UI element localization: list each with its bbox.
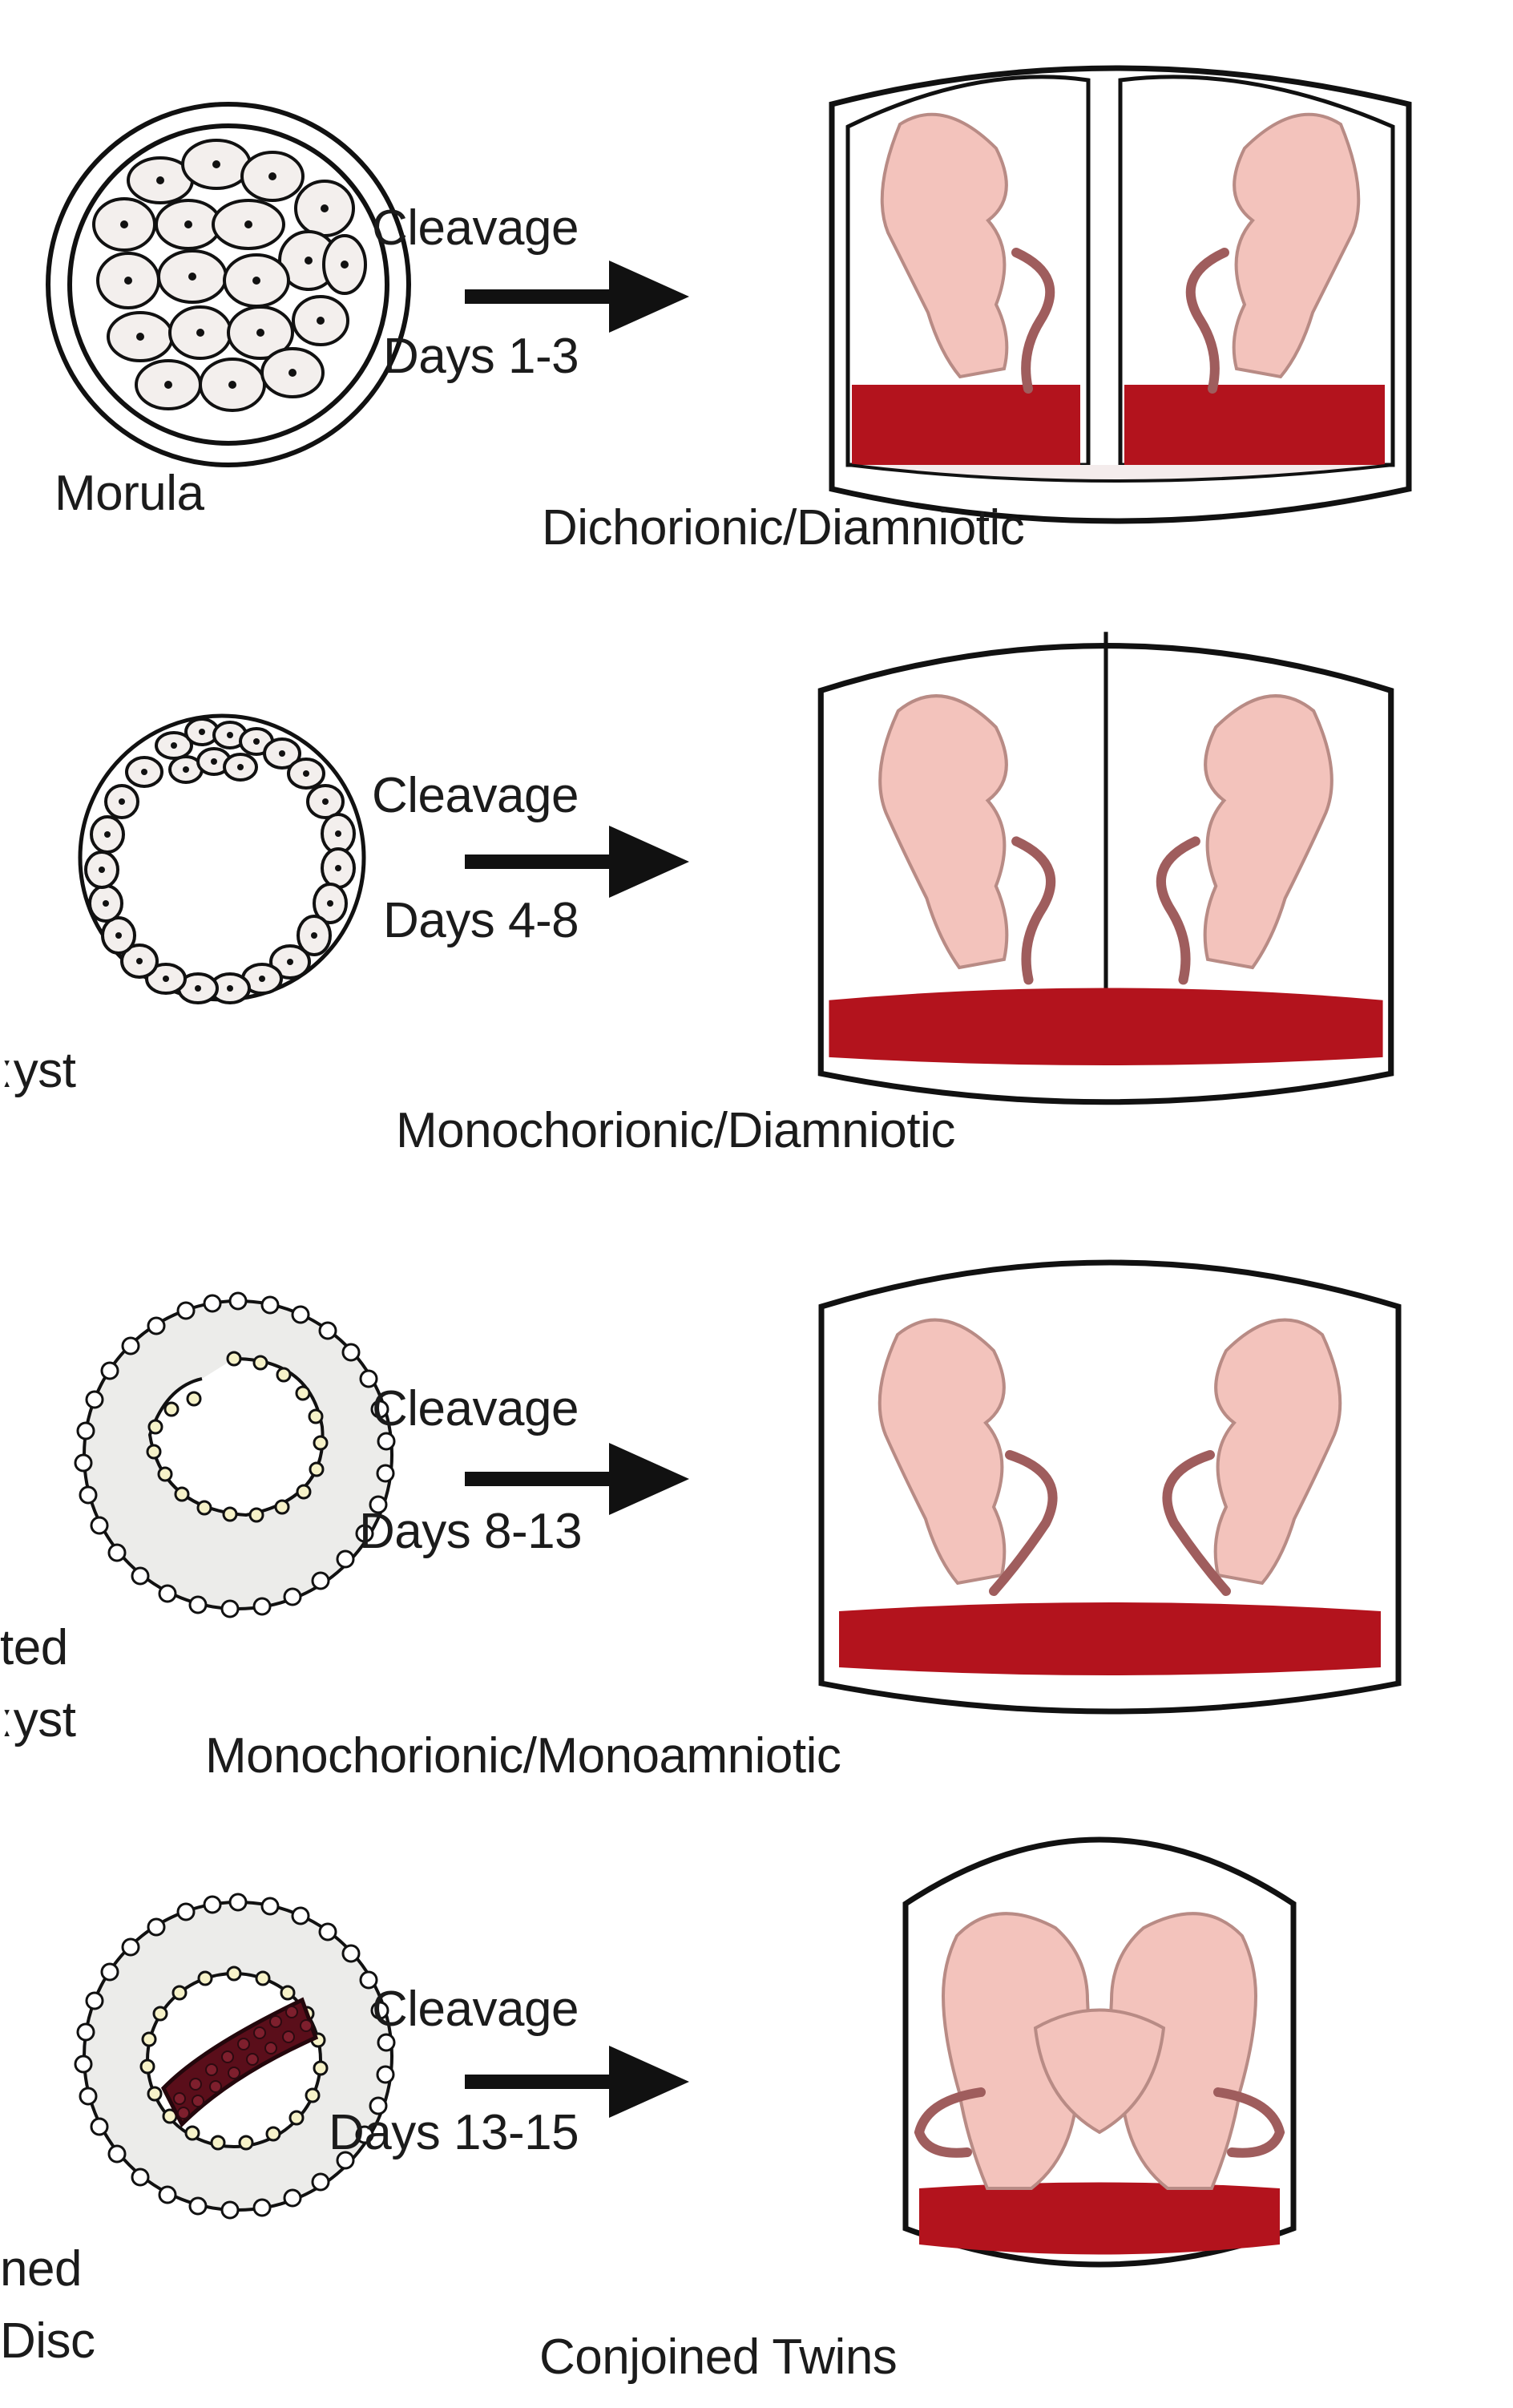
row-monochorionic-monoamniotic: ted ːyst Cleavage Days 8-13 Monochorioni… (0, 1186, 1513, 1796)
row-conjoined: ned Disc Cleavage Days 13-15 Conjoined T… (0, 1796, 1513, 2408)
arrow-icon (465, 1443, 689, 1515)
cleavage-label: Cleavage (372, 1982, 579, 2037)
stage-label-line-1: ned (0, 2241, 82, 2297)
outcome-label: Monochorionic/Diamniotic (396, 1103, 955, 1158)
cleavage-label: Cleavage (372, 1381, 579, 1436)
stage-label-line-2: ːyst (0, 1692, 76, 1747)
monochorionic-diamniotic-sac (817, 632, 1394, 1105)
stage-label-line-2: Disc (0, 2313, 95, 2369)
days-label: Days 8-13 (359, 1504, 583, 1559)
embryonic-disc-embryo (74, 1893, 396, 2220)
arrow-icon (465, 826, 689, 898)
cleavage-label: Cleavage (372, 768, 579, 823)
row-monochorionic-diamniotic: ːyst Cleavage Days 4-8 Monochorionic/Dia… (0, 585, 1513, 1186)
outcome-label: Monochorionic/Monoamniotic (205, 1728, 841, 1784)
days-label: Days 13-15 (329, 2105, 579, 2160)
days-label: Days 1-3 (383, 329, 579, 384)
dichorionic-sac (829, 65, 1412, 524)
row-dichorionic: Morula Cleavage Days 1-3 Dichorionic/Dia… (0, 0, 1513, 585)
arrow-icon (465, 2046, 689, 2118)
stage-label-line-1: ted (0, 1620, 68, 1675)
implanted-blastocyst-embryo (74, 1291, 396, 1618)
stage-label: ːyst (0, 1043, 76, 1098)
monochorionic-monoamniotic-sac (818, 1259, 1402, 1715)
morula-embryo (46, 102, 411, 467)
cleavage-label: Cleavage (372, 200, 579, 256)
outcome-label: Dichorionic/Diamniotic (542, 500, 1025, 556)
blastocyst-embryo (78, 713, 366, 1004)
days-label: Days 4-8 (383, 893, 579, 948)
stage-label: Morula (54, 466, 204, 521)
outcome-label: Conjoined Twins (539, 2329, 898, 2385)
conjoined-twins-sac (902, 1836, 1297, 2268)
arrow-icon (465, 261, 689, 333)
